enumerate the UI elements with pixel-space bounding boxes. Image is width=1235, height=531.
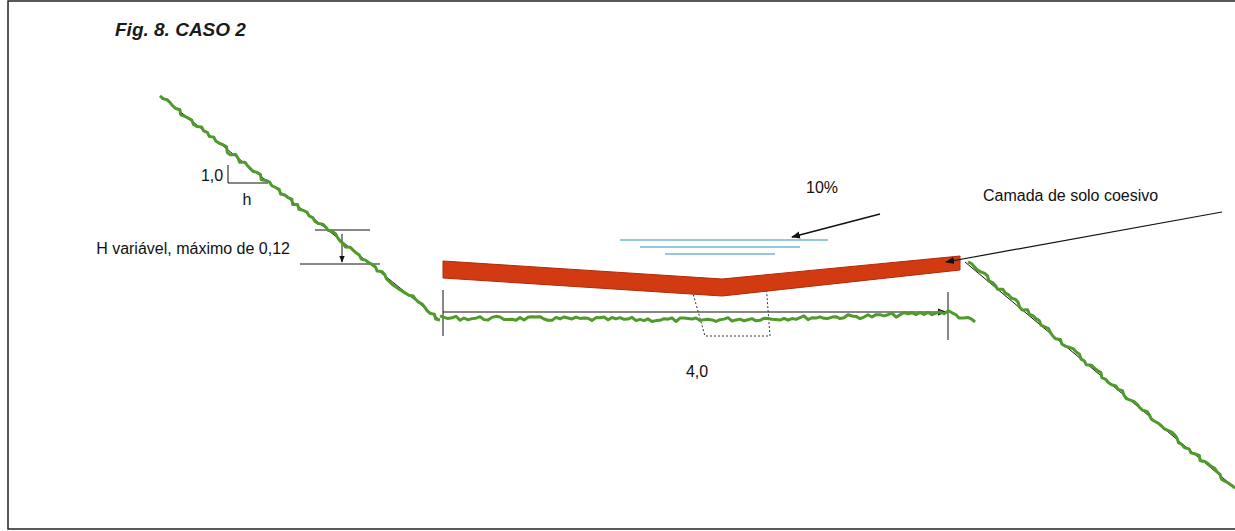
figure-title: Fig. 8. CASO 2 xyxy=(115,20,246,39)
water-line xyxy=(620,239,828,240)
ground-line xyxy=(160,96,440,320)
slope-line xyxy=(965,262,1235,488)
dimension-tick xyxy=(443,290,444,336)
dimension-tick xyxy=(948,292,949,340)
ground-line xyxy=(968,262,1235,488)
dimension-note: H variável, máximo de 0,12 xyxy=(96,241,290,257)
slope-percentage: 10% xyxy=(806,180,838,196)
width-dimension: 4,0 xyxy=(686,364,708,380)
frame xyxy=(8,1,1235,529)
ground-line xyxy=(440,311,975,322)
water-line xyxy=(665,253,775,254)
dimension-arrow xyxy=(342,234,343,262)
slope-ratio: 1,0 xyxy=(201,168,223,184)
slope-arrow xyxy=(792,214,880,237)
cohesive-soil-layer xyxy=(443,256,960,296)
dimension-line xyxy=(315,230,370,231)
slope-ratio: h xyxy=(243,192,252,208)
dimension-line xyxy=(443,311,946,312)
ground-profile xyxy=(160,96,1235,488)
water-line xyxy=(640,246,800,247)
leader-line xyxy=(946,212,1222,262)
layer-label: Camada de solo coesivo xyxy=(983,188,1158,204)
